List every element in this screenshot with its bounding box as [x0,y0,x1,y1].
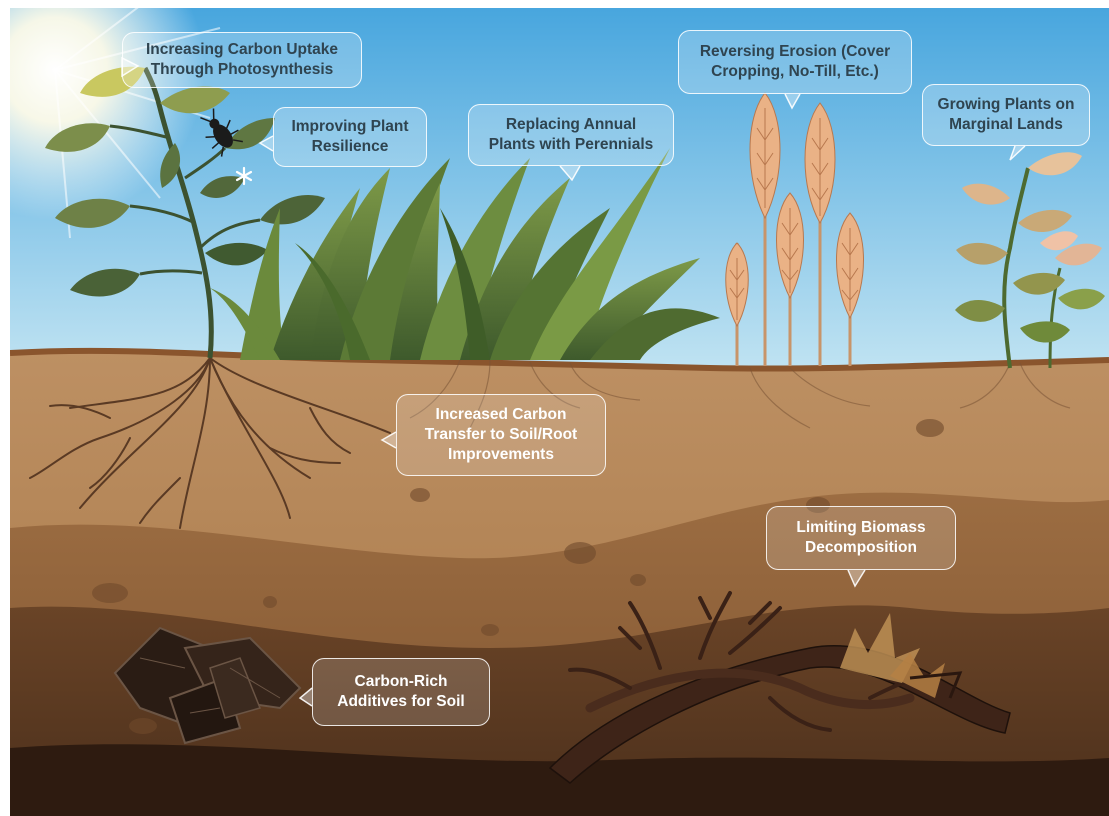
callout-plant-resilience-text: Improving Plant Resilience [291,117,408,157]
callout-marginal-lands-text: Growing Plants on Marginal Lands [938,95,1075,135]
callout-erosion-text: Reversing Erosion (Cover Cropping, No-Ti… [700,42,890,82]
callout-carbon-uptake: Increasing Carbon Uptake Through Photosy… [122,32,362,88]
callout-perennials: Replacing Annual Plants with Perennials [468,104,674,166]
soil-carbon-diagram: Increasing Carbon Uptake Through Photosy… [10,8,1109,816]
callout-erosion: Reversing Erosion (Cover Cropping, No-Ti… [678,30,912,94]
callout-root-transfer: Increased Carbon Transfer to Soil/Root I… [396,394,606,476]
callout-marginal-lands: Growing Plants on Marginal Lands [922,84,1090,146]
callout-perennials-text: Replacing Annual Plants with Perennials [489,115,654,155]
callout-root-transfer-text: Increased Carbon Transfer to Soil/Root I… [425,405,577,465]
callout-biomass: Limiting Biomass Decomposition [766,506,956,570]
callout-biomass-text: Limiting Biomass Decomposition [796,518,925,558]
callout-additives: Carbon-Rich Additives for Soil [312,658,490,726]
callout-additives-text: Carbon-Rich Additives for Soil [337,672,464,712]
callout-plant-resilience: Improving Plant Resilience [273,107,427,167]
callout-carbon-uptake-text: Increasing Carbon Uptake Through Photosy… [146,40,338,80]
